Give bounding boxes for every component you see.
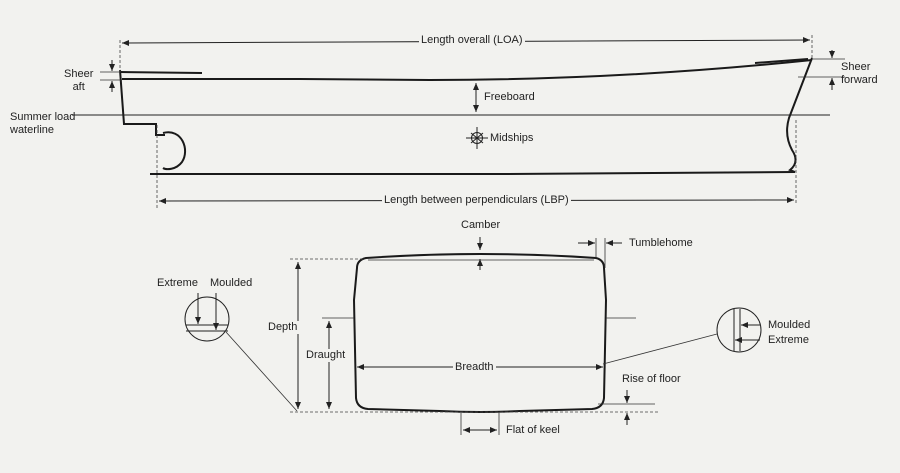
sheer-forward-line-1: Sheer [841, 61, 871, 73]
rise-of-floor-label: Rise of floor [622, 373, 681, 385]
detail-circle-right [602, 307, 762, 365]
tumblehome-dimension [578, 238, 622, 268]
loa-label: Length overall (LOA) [419, 34, 525, 47]
moulded-right-label: Moulded [768, 319, 811, 331]
bow-outline [786, 57, 813, 173]
sheer-forward-dimension [798, 50, 845, 90]
draught-label: Draught [304, 349, 348, 362]
extreme-left-label: Extreme [157, 277, 198, 289]
stern-outline [119, 69, 165, 136]
sheer-forward-line-2: forward [841, 74, 878, 86]
breadth-label: Breadth [453, 361, 496, 374]
waterline-label: Summer load waterline [10, 111, 75, 137]
midships-symbol [466, 127, 488, 149]
deck-line-aft [119, 71, 203, 74]
ship-profile [72, 35, 845, 208]
extreme-right-label: Extreme [768, 334, 809, 346]
camber-label: Camber [461, 219, 501, 231]
waterline-line-1: Summer load [10, 111, 76, 123]
flat-of-keel-dimension [460, 413, 500, 435]
deck-line-main [122, 59, 813, 82]
moulded-left-label: Moulded [210, 277, 253, 289]
sheer-aft-dimension [100, 60, 122, 92]
rudder [162, 131, 187, 171]
sheer-aft-line-1: Sheer [64, 68, 94, 80]
keel-line [150, 171, 796, 175]
sheer-aft-label: Sheer aft [64, 68, 93, 94]
rise-of-floor-dimension [598, 390, 655, 425]
detail-circle-left [184, 293, 298, 412]
midship-section [184, 237, 762, 435]
flat-of-keel-label: Flat of keel [506, 424, 560, 436]
lbp-label: Length between perpendiculars (LBP) [382, 194, 571, 207]
sheer-aft-line-2: aft [72, 81, 85, 93]
waterline-line-2: waterline [10, 124, 55, 136]
sheer-forward-label: Sheer forward [841, 61, 878, 87]
freeboard-label: Freeboard [484, 91, 535, 103]
tumblehome-label: Tumblehome [629, 237, 693, 249]
section-outline [352, 253, 608, 413]
midships-label: Midships [490, 132, 534, 144]
depth-label: Depth [266, 321, 300, 334]
deck-line-forward [754, 58, 809, 64]
